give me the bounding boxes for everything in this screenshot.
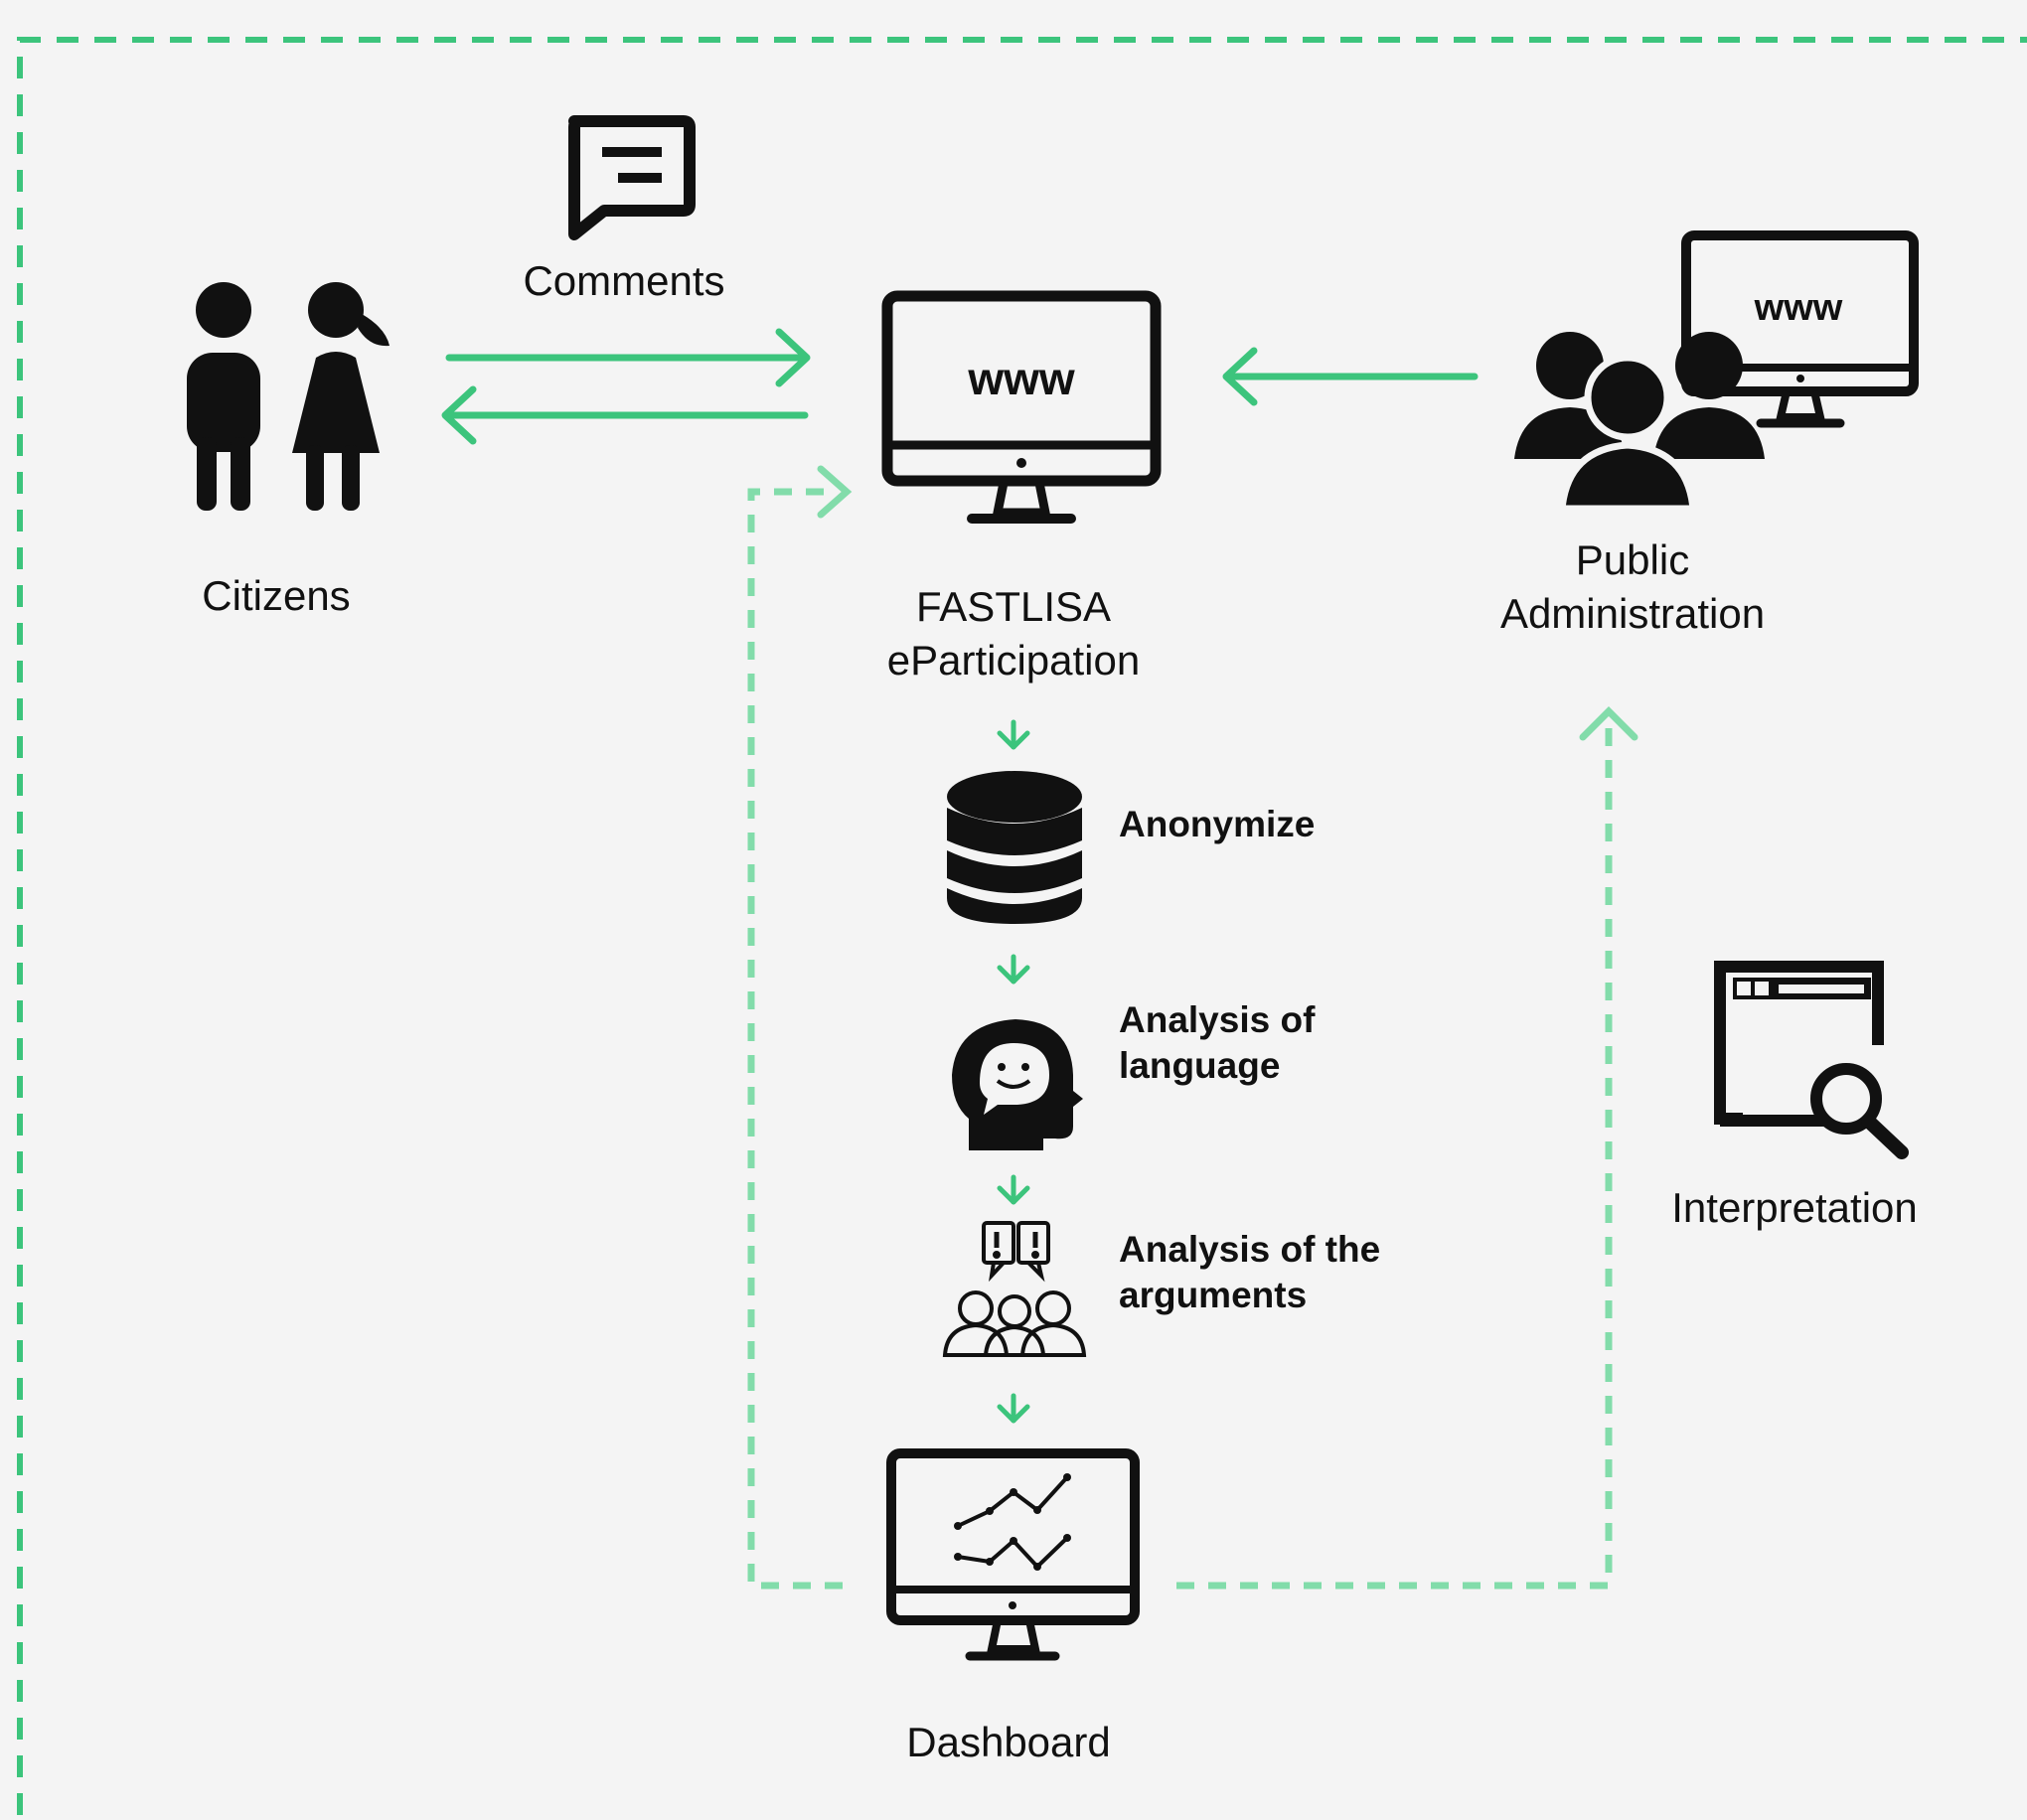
arguing-people-icon (942, 1221, 1087, 1357)
group-monitor-icon: www (1514, 230, 1919, 513)
platform-label-line1: FASTLISA (915, 583, 1112, 630)
step-language-label: Analysis of language (1119, 997, 1315, 1089)
www-screen-text: www (967, 353, 1075, 404)
platform-label-line2: eParticipation (886, 637, 1141, 683)
step-anonymize-label: Anonymize (1119, 802, 1315, 847)
step-anonymize-line1: Anonymize (1119, 804, 1316, 844)
step-language-line2: language (1119, 1045, 1281, 1086)
step-language-line1: Analysis of (1119, 999, 1316, 1040)
dashboard-to-admin-dashed (1176, 723, 1613, 1590)
browser-search-icon (1714, 961, 1909, 1159)
dashboard-to-platform-arrowhead (817, 465, 853, 519)
platform-label: FASTLISA eParticipation (855, 580, 1172, 687)
head-speech-icon (952, 1019, 1083, 1150)
dashboard-to-admin-arrowhead (1579, 706, 1638, 741)
pipeline-arrows (997, 719, 1030, 1424)
step-arguments-label: Analysis of the arguments (1119, 1227, 1380, 1318)
public-admin-label: Public Administration (1454, 533, 1811, 641)
admin-www-screen-text: www (1754, 287, 1843, 329)
step-arguments-line2: arguments (1119, 1275, 1308, 1315)
chart-monitor-icon (886, 1448, 1140, 1661)
interpretation-label: Interpretation (1671, 1184, 1918, 1231)
comment-icon (568, 115, 696, 240)
step-arguments-line1: Analysis of the (1119, 1229, 1381, 1270)
public-admin-label-line1: Public (1575, 536, 1690, 583)
www-monitor-icon: www (881, 290, 1162, 524)
admin-to-platform-arrow (1222, 347, 1479, 406)
dashboard-to-platform-dashed (747, 488, 843, 1590)
outer-dashed-frame (17, 37, 2027, 1815)
dashboard-label: Dashboard (906, 1719, 1111, 1765)
public-admin-label-line2: Administration (1499, 590, 1766, 637)
exchange-arrows (441, 328, 811, 445)
citizens-label: Citizens (202, 572, 351, 619)
database-icon (947, 771, 1082, 924)
comments-label: Comments (523, 257, 725, 304)
people-icon (187, 282, 390, 511)
